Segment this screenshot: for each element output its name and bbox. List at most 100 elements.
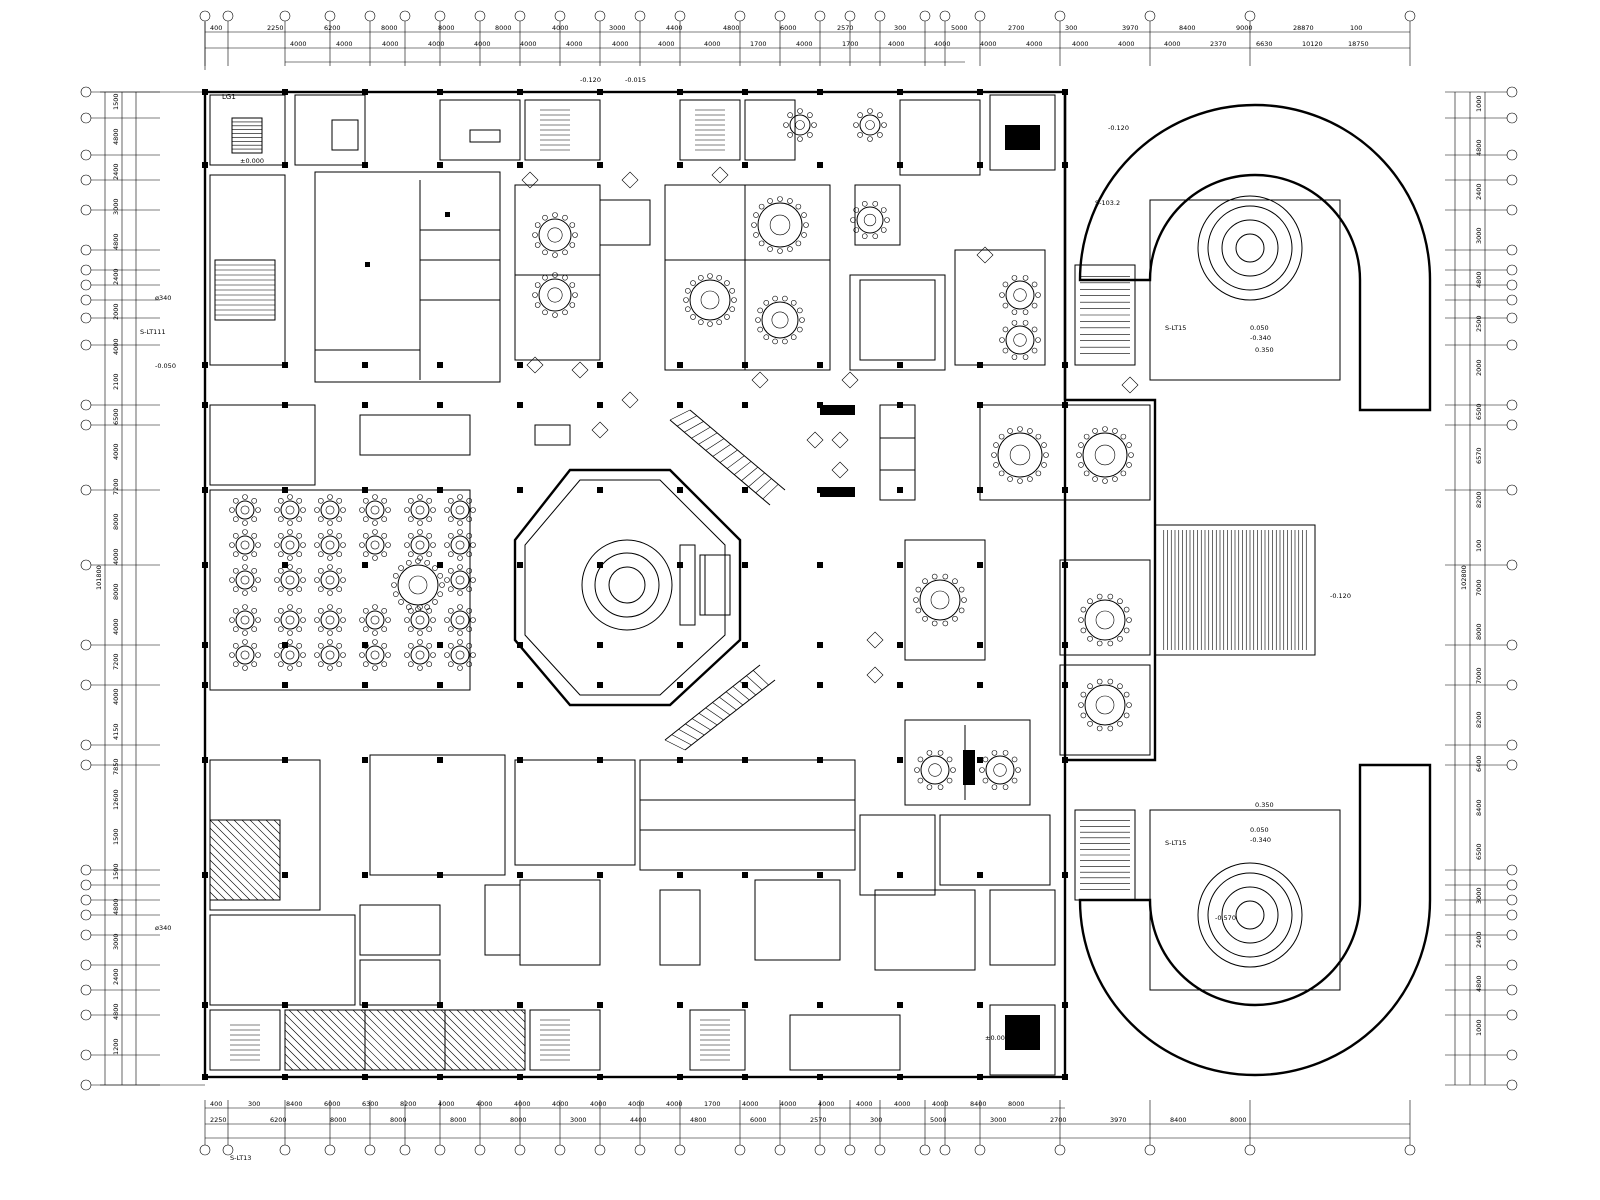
chair — [787, 112, 793, 118]
chair — [340, 652, 346, 658]
chair — [287, 639, 293, 645]
chair — [922, 578, 928, 585]
chair — [729, 306, 735, 312]
table-center — [240, 615, 250, 625]
chair — [278, 608, 284, 614]
chair — [274, 652, 280, 658]
chair — [233, 643, 239, 649]
top-dim-value: 4000 — [474, 40, 491, 48]
chair — [763, 299, 770, 306]
chair — [233, 498, 239, 504]
stair-step — [762, 484, 779, 500]
table-center — [370, 650, 380, 660]
chair — [1096, 678, 1103, 685]
chair — [1120, 470, 1127, 477]
chair — [381, 551, 387, 557]
grid-bubble-right — [1506, 1079, 1518, 1091]
chair — [242, 494, 248, 500]
column — [742, 642, 748, 648]
chair — [861, 201, 868, 207]
grid-bubble-bottom — [279, 1144, 291, 1156]
table-center — [325, 615, 335, 625]
column — [677, 487, 683, 493]
chair — [408, 626, 414, 632]
chair — [457, 630, 463, 636]
chair — [799, 317, 805, 323]
chair — [233, 516, 239, 522]
top-dim-value: 300 — [1065, 24, 1077, 32]
chair — [1035, 470, 1042, 477]
chair — [915, 607, 922, 614]
chair — [385, 652, 391, 658]
chair — [1087, 598, 1093, 605]
chair — [685, 306, 691, 312]
grid-bubble-left — [80, 294, 92, 306]
chair — [1107, 640, 1114, 647]
chair — [415, 558, 421, 564]
grid-bubble-right — [1506, 204, 1518, 216]
chair — [1022, 354, 1029, 360]
grid-bubble-left — [80, 739, 92, 751]
chair — [233, 661, 239, 667]
hatch-line — [312, 1009, 374, 1071]
chair — [417, 529, 423, 535]
round-table — [320, 645, 340, 665]
chair — [772, 295, 778, 302]
chair — [444, 542, 450, 548]
hatch-line — [209, 819, 281, 891]
chair — [1015, 767, 1021, 773]
chair — [993, 462, 999, 468]
grid-bubble-top — [222, 10, 234, 22]
column — [202, 89, 208, 95]
bottom-dim-value: 8400 — [1170, 1116, 1187, 1124]
column — [597, 757, 603, 763]
column — [817, 162, 823, 168]
chair — [327, 639, 333, 645]
chair — [251, 568, 257, 574]
chair — [542, 309, 548, 316]
chair — [318, 533, 324, 539]
chair — [1002, 750, 1009, 756]
round-table — [235, 500, 255, 520]
grid-bubble-top — [1404, 10, 1416, 22]
chair — [1041, 442, 1047, 448]
label-plaza-elev-5: -0.340 — [1250, 836, 1271, 844]
grid-bubble-bottom — [1054, 1144, 1066, 1156]
stair-step — [691, 718, 711, 731]
column — [897, 362, 903, 368]
stair-step — [685, 723, 705, 736]
chair — [569, 242, 576, 248]
round-table — [365, 500, 385, 520]
chair — [242, 555, 248, 561]
bottom-dim-value: 2570 — [810, 1116, 827, 1124]
chair — [931, 620, 938, 627]
chair — [381, 533, 387, 539]
chair — [1002, 326, 1009, 333]
bottom-dim-value: 4000 — [894, 1100, 911, 1108]
top-dim-value: 3970 — [1122, 24, 1139, 32]
round-table — [410, 535, 430, 555]
chair — [274, 617, 280, 623]
round-table — [365, 610, 385, 630]
chair — [1123, 606, 1130, 613]
column — [282, 362, 288, 368]
chair — [408, 533, 414, 539]
grid-bubble-bottom — [634, 1144, 646, 1156]
chair — [562, 309, 568, 316]
grid-bubble-right — [1506, 419, 1518, 431]
hatch-line — [209, 827, 281, 899]
column — [742, 362, 748, 368]
chair — [300, 542, 306, 548]
chair — [424, 560, 430, 566]
chair — [1011, 275, 1018, 281]
chair — [359, 617, 365, 623]
column — [437, 1074, 443, 1080]
chair — [1092, 476, 1098, 482]
chair — [1011, 354, 1018, 360]
column — [1062, 362, 1068, 368]
chair — [915, 586, 922, 593]
right-dim-value: 2000 — [1475, 359, 1483, 376]
chair — [1002, 281, 1009, 288]
chair — [300, 577, 306, 583]
left-dim-value: 3000 — [112, 933, 120, 950]
